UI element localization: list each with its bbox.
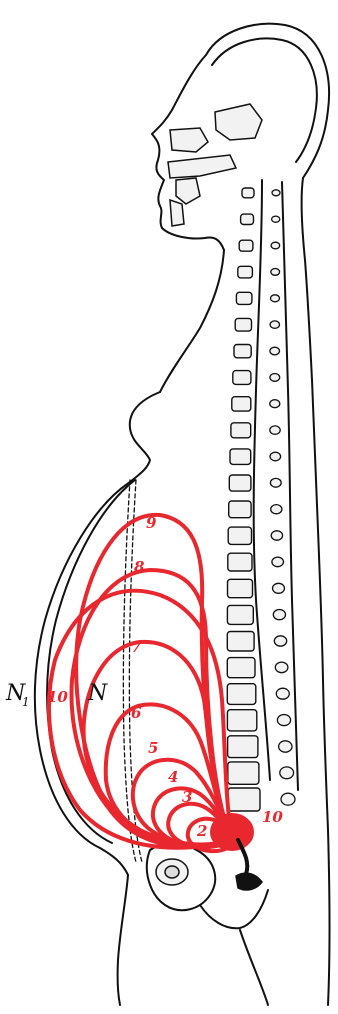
vertebra	[241, 214, 254, 224]
spinous-process	[270, 478, 281, 487]
vertebra	[242, 188, 254, 198]
spinous-process	[279, 741, 292, 752]
vertebra	[236, 292, 252, 304]
spinous-process	[270, 452, 281, 461]
month-label-3: 3	[182, 788, 192, 806]
spinous-process	[277, 715, 290, 726]
back-outline	[302, 178, 330, 1005]
spinous-process	[270, 400, 280, 408]
vertebra	[232, 397, 251, 411]
spinous-process	[270, 426, 280, 434]
vertebra	[227, 632, 254, 652]
uterus-contours	[49, 515, 252, 874]
palate-bone	[168, 155, 236, 178]
month-label-2: 2	[196, 822, 207, 840]
head-outline	[206, 24, 329, 178]
spinous-process	[281, 793, 295, 805]
spinous-processes	[270, 190, 295, 805]
skull-bones	[168, 104, 262, 226]
face-profile	[152, 55, 224, 250]
thigh-back	[240, 930, 268, 1005]
month-label-8: 8	[134, 558, 145, 576]
thigh-front	[118, 875, 128, 1005]
spinous-process	[271, 505, 282, 514]
spinous-process	[273, 610, 285, 620]
month-label-5: 5	[148, 739, 158, 757]
nasal-bone	[170, 128, 208, 152]
perineum-dark	[236, 873, 262, 890]
spinous-process	[270, 321, 279, 328]
vertebra	[228, 553, 252, 571]
sphenoid-bone	[215, 104, 262, 140]
spinous-process	[272, 557, 284, 567]
vertebral-column	[227, 188, 260, 811]
vertebra	[227, 684, 256, 705]
uterus-month-8	[72, 570, 232, 846]
vertebra	[238, 266, 253, 278]
vertebra	[228, 788, 260, 811]
vertebra	[228, 762, 259, 784]
vertebra	[239, 240, 253, 251]
uterus-month-1	[212, 815, 252, 849]
spinous-process	[272, 216, 280, 222]
spinous-process	[271, 242, 280, 249]
vertebra	[235, 318, 251, 331]
vertebra	[230, 449, 251, 465]
month-label-7: 7	[131, 638, 142, 656]
vertebra	[231, 423, 251, 438]
month-label-10-back: 10	[262, 808, 283, 826]
label-n: N	[87, 681, 108, 706]
spinous-process	[270, 374, 280, 382]
spinous-process	[272, 190, 280, 196]
spinous-process	[270, 347, 280, 355]
month-label-10-front: 10	[47, 688, 68, 706]
vertebra	[228, 579, 253, 597]
month-label-6: 6	[131, 704, 142, 722]
pubic-bone-center	[165, 866, 179, 878]
spinous-process	[274, 636, 286, 646]
month-label-4: 4	[168, 768, 178, 786]
vertebra	[227, 605, 253, 624]
spinous-process	[271, 531, 282, 540]
spinous-process	[280, 767, 294, 779]
vertebra	[227, 710, 256, 731]
vertebra	[233, 371, 251, 385]
vertebra	[229, 501, 251, 518]
spinous-process	[276, 688, 289, 699]
spinous-process	[271, 295, 280, 302]
spinous-process	[275, 662, 288, 673]
label-n1-subscript: 1	[22, 695, 30, 709]
spinous-process	[273, 583, 285, 593]
month-label-9: 9	[146, 514, 157, 532]
vertebra	[228, 527, 251, 544]
breast-outline	[130, 392, 160, 482]
vertebra	[228, 736, 258, 758]
skull-inner-outline	[212, 38, 317, 162]
mandible-bone	[170, 200, 184, 226]
maxilla-bone	[176, 178, 200, 204]
vertebra	[227, 658, 255, 678]
vertebra	[229, 475, 251, 491]
neck-front	[160, 250, 224, 392]
abdomen-inner-contour	[47, 480, 135, 843]
vertebra	[234, 345, 251, 358]
spinous-process	[271, 269, 280, 276]
